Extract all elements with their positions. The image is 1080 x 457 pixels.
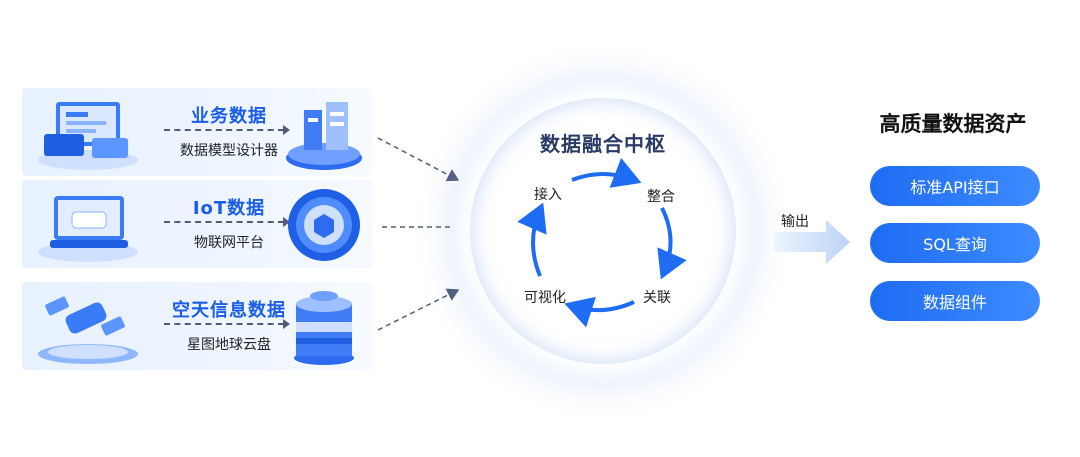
- cycle-arrow-bottom: [572, 302, 634, 310]
- asset-api[interactable]: 标准API接口: [870, 166, 1040, 206]
- cycle-step-integrate: 整合: [647, 186, 675, 206]
- cycle-step-visualize: 可视化: [524, 287, 566, 307]
- cycle-arrow-left: [533, 210, 540, 276]
- asset-sql[interactable]: SQL查询: [870, 223, 1040, 263]
- asset-component[interactable]: 数据组件: [870, 281, 1040, 321]
- output-arrow: [774, 218, 854, 266]
- cycle-arrow-top: [572, 174, 634, 180]
- cycle-step-ingest: 接入: [534, 184, 562, 204]
- cycle-step-associate: 关联: [643, 287, 671, 307]
- cycle-arrow-right: [662, 208, 671, 272]
- assets-title: 高质量数据资产: [840, 108, 1066, 138]
